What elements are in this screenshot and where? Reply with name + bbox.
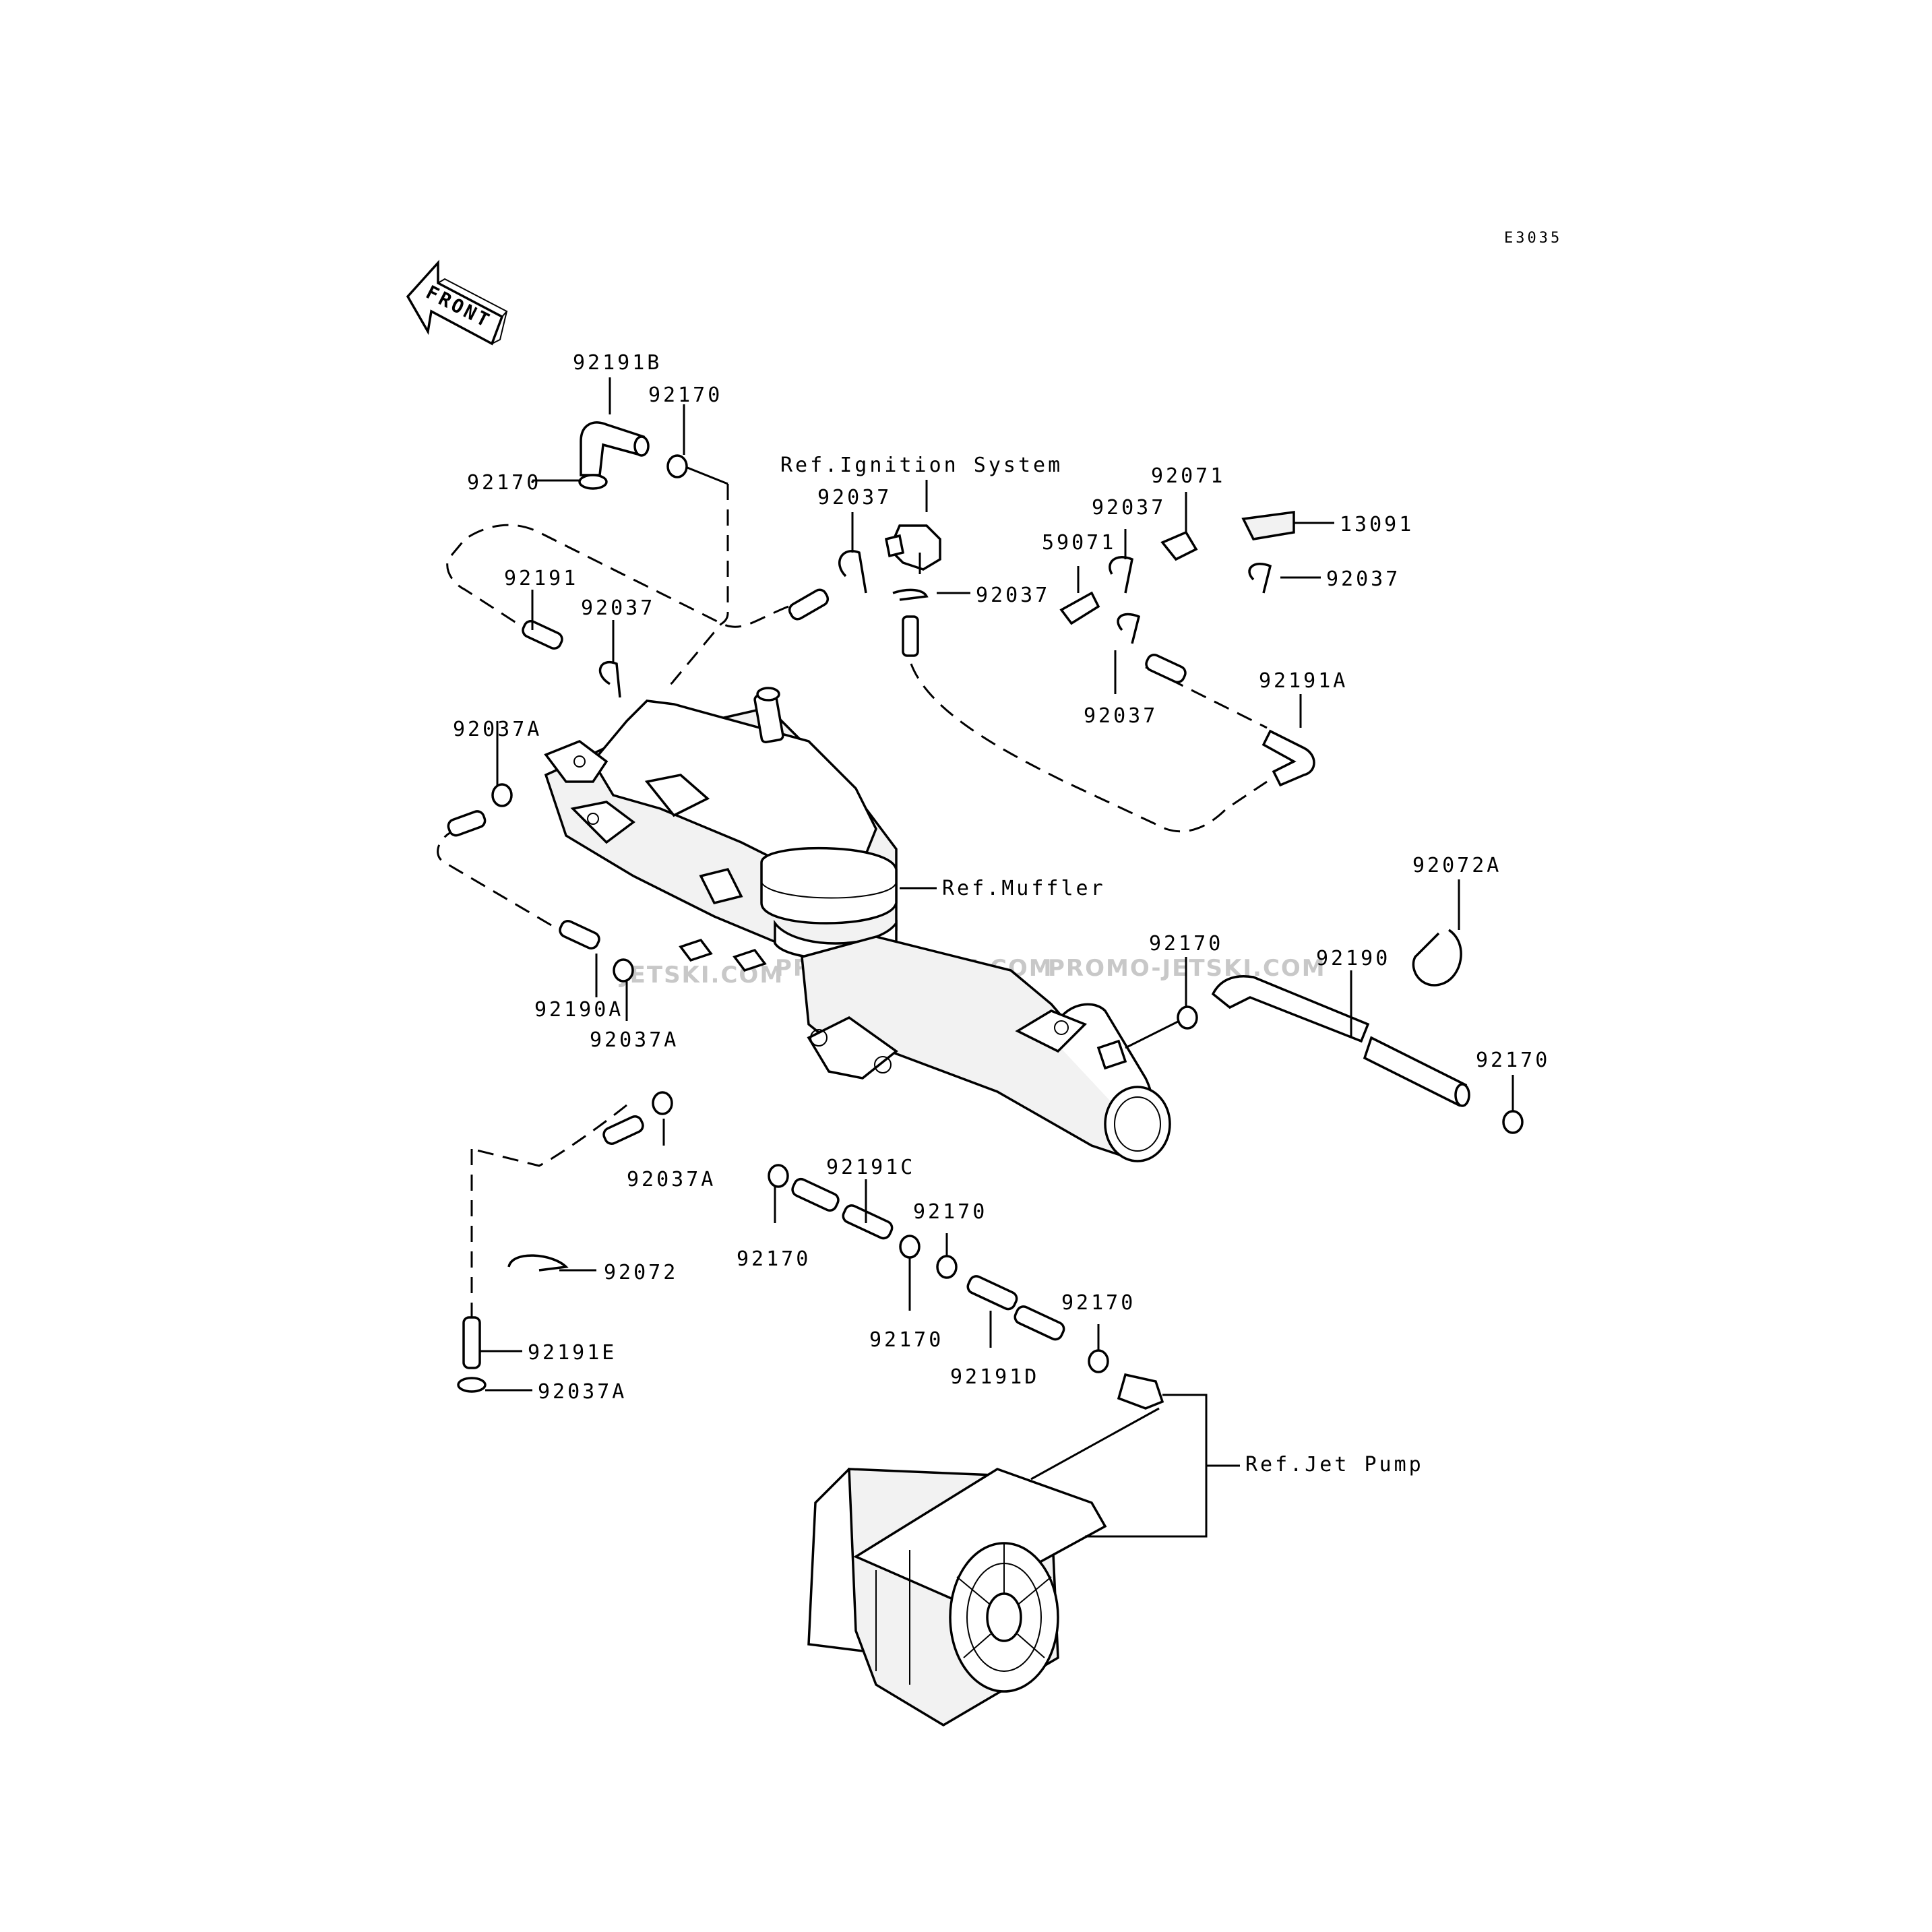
ref-muffler: Ref.Muffler [942,877,1106,900]
leader-lines [480,377,1514,1538]
callout-92037A[interactable]: 92037A [590,1028,679,1052]
callout-92170[interactable]: 92170 [648,383,722,407]
callout-92170[interactable]: 92170 [869,1328,943,1352]
callout-92170[interactable]: 92170 [737,1247,811,1271]
jet-pump [807,1468,1107,1727]
callout-92037[interactable]: 92037 [1084,704,1158,728]
callout-92191E[interactable]: 92191E [528,1341,617,1365]
callout-92191B[interactable]: 92191B [573,351,662,375]
ref-jet-pump: Ref.Jet Pump [1245,1453,1424,1476]
callout-92037A[interactable]: 92037A [453,718,542,741]
callout-92072A[interactable]: 92072A [1412,854,1501,877]
callout-92191A[interactable]: 92191A [1259,669,1348,693]
ref-ignition-system: Ref.Ignition System [780,454,1063,477]
muffler-assembly [544,687,1187,1162]
callout-13091[interactable]: 13091 [1340,513,1414,536]
callout-92191D[interactable]: 92191D [950,1365,1039,1389]
callout-92037[interactable]: 92037 [581,596,655,620]
callout-92190[interactable]: 92190 [1316,947,1390,970]
callout-92037[interactable]: 92037 [976,584,1050,607]
callout-92191C[interactable]: 92191C [826,1156,915,1179]
front-arrow: FRONT [406,259,508,346]
callout-92170[interactable]: 92170 [1149,932,1223,956]
callout-92037[interactable]: 92037 [817,486,892,509]
diagram-code: E3035 [1504,230,1562,247]
callout-92190A[interactable]: 92190A [534,998,623,1022]
callout-92170[interactable]: 92170 [913,1200,987,1224]
callout-59071[interactable]: 59071 [1042,531,1116,555]
callout-92072[interactable]: 92072 [604,1261,678,1284]
callout-92037A[interactable]: 92037A [538,1380,627,1404]
upper-hose-routing [437,465,1268,1321]
callout-92071[interactable]: 92071 [1151,464,1225,488]
callout-92037A[interactable]: 92037A [627,1168,716,1191]
callout-92037[interactable]: 92037 [1326,567,1400,591]
callout-92037[interactable]: 92037 [1092,496,1166,520]
part-callouts: 92191B 92170 92170 92037 92037 92191 920… [453,351,1550,1404]
callout-92170[interactable]: 92170 [1476,1049,1550,1072]
callout-92170[interactable]: 92170 [467,471,541,495]
callout-92191[interactable]: 92191 [504,567,578,590]
callout-92170[interactable]: 92170 [1061,1291,1135,1315]
